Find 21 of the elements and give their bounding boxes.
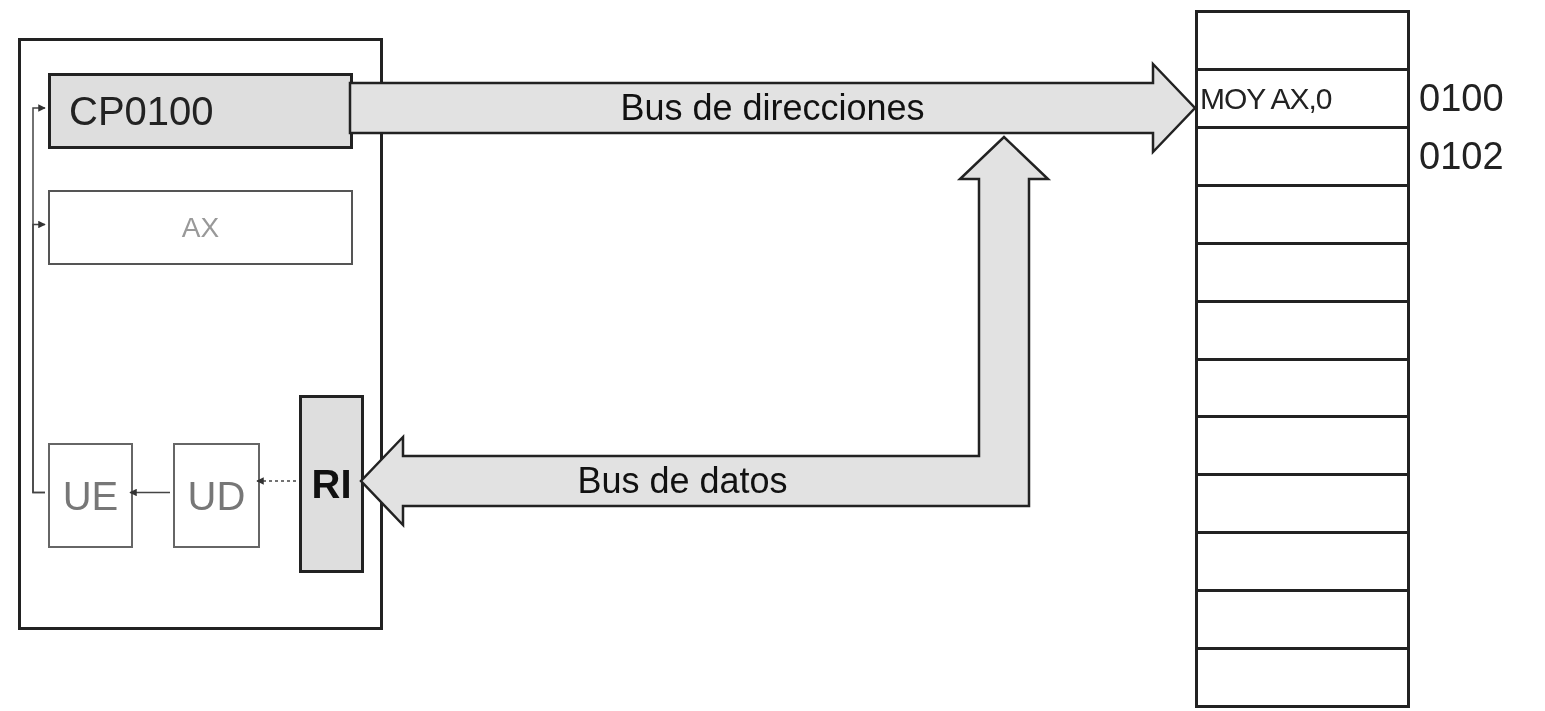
- dotted-arrow: [256, 477, 297, 485]
- register-box: [299, 395, 364, 573]
- unit-box: [48, 443, 133, 548]
- register-box: [48, 190, 353, 265]
- edge-label: Bus de datos: [577, 460, 788, 502]
- arrow: [32, 220, 46, 494]
- cpu-box: [18, 38, 383, 630]
- label-text: UD: [187, 473, 246, 518]
- bus-arrow: [348, 60, 1197, 156]
- arrow: [129, 488, 171, 497]
- label-text: CP0100: [69, 88, 214, 134]
- address-label: 0102: [1419, 135, 1504, 178]
- bus-arrow: [359, 135, 1052, 529]
- label-text: MOY AX,0: [1200, 81, 1332, 116]
- label-text: AX: [181, 211, 220, 244]
- address-label: 0100: [1419, 77, 1504, 120]
- register-box: [48, 73, 353, 149]
- label-text: UE: [62, 473, 119, 518]
- unit-box: [173, 443, 260, 548]
- label-text: RI: [311, 461, 352, 507]
- edge-label: Bus de direcciones: [620, 87, 925, 129]
